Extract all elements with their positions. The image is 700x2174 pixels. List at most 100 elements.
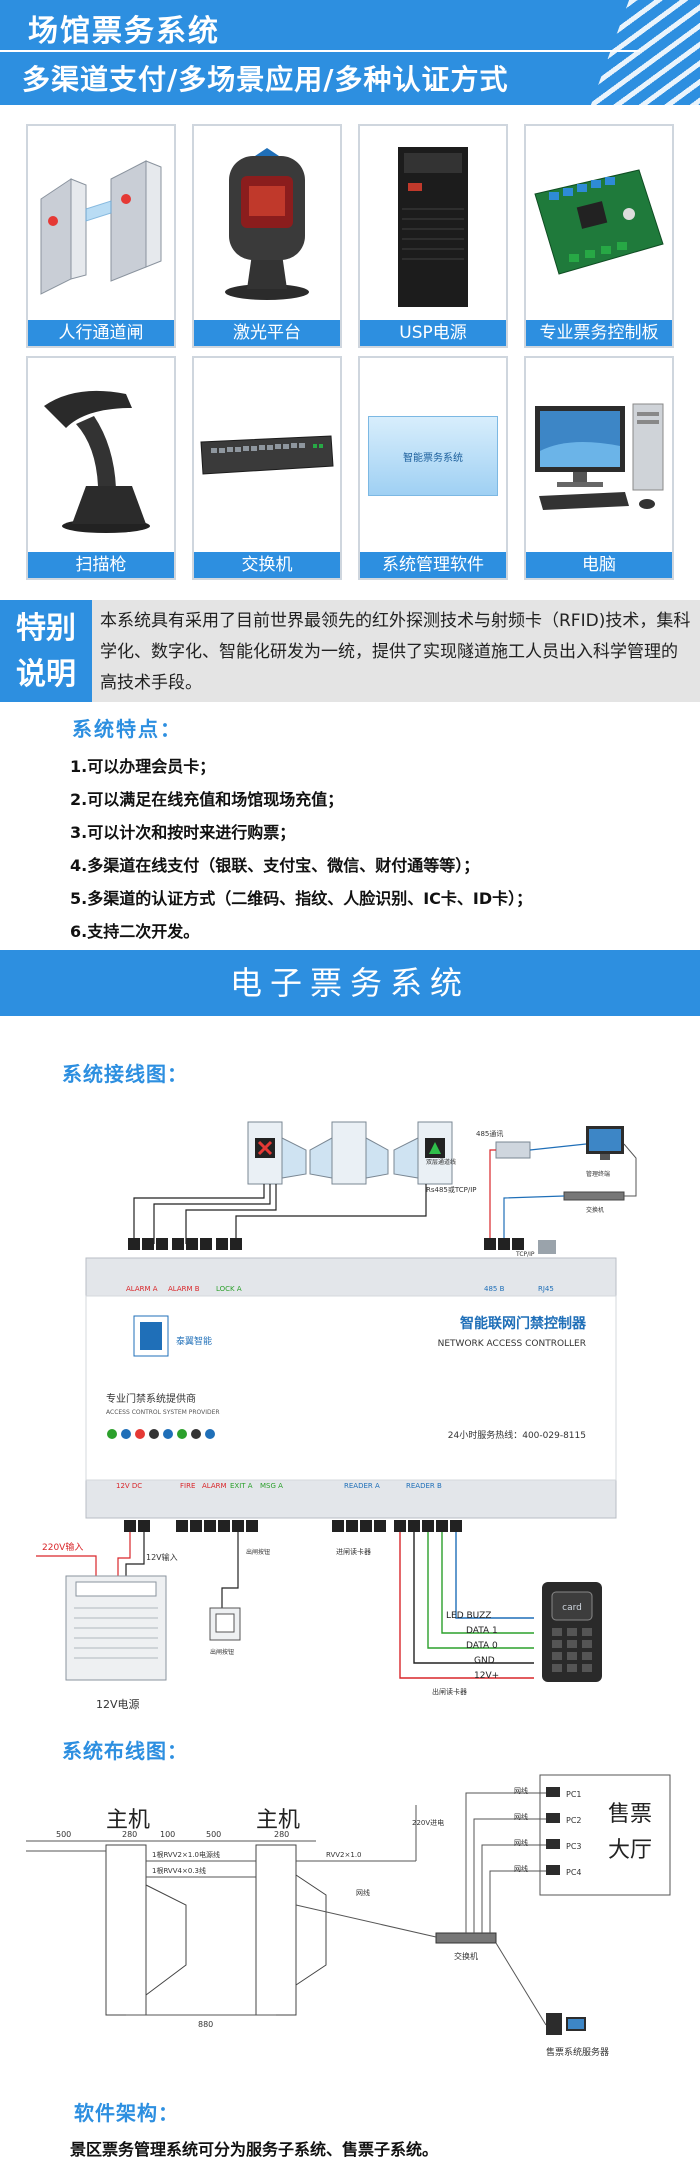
feature-item: 3.可以计次和按时来进行购票； (70, 823, 296, 842)
svg-text:售票系统服务器: 售票系统服务器 (546, 2046, 609, 2058)
group-reader-a: READER A (344, 1482, 380, 1490)
product-card[interactable]: 人行通道闸 (26, 124, 176, 348)
access-controller: ALARM A ALARM B LOCK A 485 B RJ45 泰翼智能 智… (85, 1238, 617, 1532)
product-card[interactable]: 激光平台 (192, 124, 342, 348)
product-card[interactable]: 电脑 (524, 356, 674, 580)
svg-text:出闸读卡器: 出闸读卡器 (432, 1687, 467, 1696)
product-card[interactable]: 交换机 (192, 356, 342, 580)
svg-text:1根RVV2×1.0电源线: 1根RVV2×1.0电源线 (152, 1850, 220, 1859)
feature-item: 6.支持二次开发。 (70, 922, 200, 941)
svg-text:网线: 网线 (514, 1864, 528, 1873)
switch-device (435, 1932, 497, 1944)
turnstile-gate-icon (28, 126, 174, 322)
product-card[interactable]: 专业票务控制板 (524, 124, 674, 348)
group-fire: FIRE (180, 1482, 195, 1490)
svg-text:500: 500 (56, 1830, 71, 1839)
gate-right (393, 1121, 453, 1185)
software-title: 软件架构： (74, 2101, 179, 2125)
provider-name: 专业门禁系统提供商 (106, 1392, 196, 1405)
software-text: 景区票务管理系统可分为服务子系统、售票子系统。 (70, 2140, 439, 2159)
exit-button-device: 出闸按钮 出闸按钮 (209, 1532, 270, 1656)
svg-text:280: 280 (274, 1830, 289, 1839)
feature-item: 1.可以办理会员卡； (70, 757, 216, 776)
special-note-text: 本系统具有采用了目前世界最领先的红外探测技术与射频卡（RFID)技术，集科学化、… (100, 611, 691, 693)
svg-text:网线: 网线 (514, 1812, 528, 1821)
power-side: 220V输入 12V输入 12V电源 (36, 1532, 178, 1711)
svg-text:280: 280 (122, 1830, 137, 1839)
pin-gnd: GND (474, 1656, 495, 1666)
section-banner: 电子票务系统 (0, 950, 700, 1016)
wiring-diagram: ALARM A ALARM B LOCK A 485 B RJ45 泰翼智能 智… (26, 1088, 676, 1738)
service-hotline: 24小时服务热线：400-029-8115 (448, 1429, 586, 1441)
svg-text:PC2: PC2 (566, 1816, 582, 1825)
svg-text:12V输入: 12V输入 (146, 1552, 178, 1562)
features-title: 系统特点： (72, 717, 182, 741)
feature-item: 4.多渠道在线支付（银联、支付宝、微信、财付通等等）； (70, 856, 480, 875)
special-note-tag: 特别 说明 (0, 600, 92, 702)
layout-diagram: 主机 主机 500 280 100 500 280 880 1根RVV2×1.0… (26, 1774, 671, 2058)
product-card[interactable]: USP电源 (358, 124, 508, 348)
pin-led-buzz: LED BUZZ (446, 1611, 491, 1621)
network-side: 485通讯 管理终端 交换机 Rs485或TCP/IP 双层通道线 TCP/IP (426, 1126, 637, 1258)
term-alarm-a: ALARM A (126, 1285, 158, 1293)
svg-text:管理终端: 管理终端 (586, 1170, 610, 1178)
svg-text:880: 880 (198, 2020, 213, 2029)
control-board-icon (526, 126, 672, 322)
svg-text:出闸按钮: 出闸按钮 (210, 1648, 234, 1656)
page-subtitle: 多渠道支付/多场景应用/多种认证方式 (22, 63, 509, 96)
ticket-server: 售票系统服务器 (546, 2013, 609, 2058)
svg-text:PC4: PC4 (566, 1868, 582, 1877)
ticket-hall (539, 1774, 671, 1896)
hall-label: 售票 (608, 1802, 652, 1827)
svg-text:220V输入: 220V输入 (42, 1541, 83, 1553)
svg-text:PC3: PC3 (566, 1842, 582, 1851)
term-lock-a: LOCK A (216, 1285, 242, 1293)
ups-power-icon (360, 126, 506, 322)
svg-text:网线: 网线 (514, 1786, 528, 1795)
card-reader: card (542, 1582, 602, 1682)
controller-subtitle: NETWORK ACCESS CONTROLLER (438, 1339, 586, 1349)
pc-list: PC1 PC2 PC3 PC4 (546, 1787, 582, 1877)
svg-text:进闸读卡器: 进闸读卡器 (336, 1547, 371, 1556)
svg-text:RVV2×1.0: RVV2×1.0 (326, 1851, 362, 1859)
product-label: 人行通道闸 (28, 320, 174, 346)
laser-scanner-platform-icon (194, 126, 340, 322)
pin-12v: 12V+ (474, 1671, 499, 1681)
gate-middle (309, 1121, 389, 1185)
svg-text:交换机: 交换机 (586, 1206, 604, 1214)
wiring-title: 系统接线图： (62, 1062, 188, 1086)
svg-text:1根RVV4×0.3线: 1根RVV4×0.3线 (152, 1866, 206, 1875)
group-msg-a: MSG A (260, 1482, 283, 1490)
product-label: 系统管理软件 (360, 552, 506, 578)
svg-text:交换机: 交换机 (454, 1951, 478, 1961)
group-12vdc: 12V DC (116, 1482, 142, 1490)
svg-text:网线: 网线 (356, 1888, 370, 1897)
feature-item: 2.可以满足在线充值和场馆现场充值； (70, 790, 344, 809)
product-label: USP电源 (360, 320, 506, 346)
desktop-computer-icon (526, 358, 672, 554)
product-label: 专业票务控制板 (526, 320, 672, 346)
svg-text:card: card (562, 1603, 582, 1613)
product-card[interactable]: 智能票务系统 系统管理软件 (358, 356, 508, 580)
page-title: 场馆票务系统 (28, 14, 220, 49)
term-rj45: RJ45 (538, 1285, 554, 1293)
svg-text:500: 500 (206, 1830, 221, 1839)
group-alarm: ALARM (202, 1482, 227, 1490)
term-alarm-b: ALARM B (168, 1285, 200, 1293)
svg-text:100: 100 (160, 1830, 175, 1839)
layout-title: 系统布线图： (62, 1739, 188, 1763)
decorative-stripes (590, 0, 700, 105)
gate-left (247, 1121, 307, 1185)
features-list: 1.可以办理会员卡； 2.可以满足在线充值和场馆现场充值； 3.可以计次和按时来… (70, 750, 690, 948)
svg-text:网线: 网线 (514, 1838, 528, 1847)
product-card[interactable]: 扫描枪 (26, 356, 176, 580)
product-label: 电脑 (526, 552, 672, 578)
svg-text:Rs485或TCP/IP: Rs485或TCP/IP (426, 1185, 477, 1194)
network-switch-icon (194, 358, 340, 554)
reader-b-wires (399, 1532, 534, 1679)
svg-text:出闸按钮: 出闸按钮 (246, 1548, 270, 1556)
group-reader-b: READER B (406, 1482, 442, 1490)
software-screen-title: 智能票务系统 (403, 452, 463, 464)
brand-name: 泰翼智能 (176, 1335, 212, 1347)
host-label: 主机 (256, 1808, 300, 1833)
